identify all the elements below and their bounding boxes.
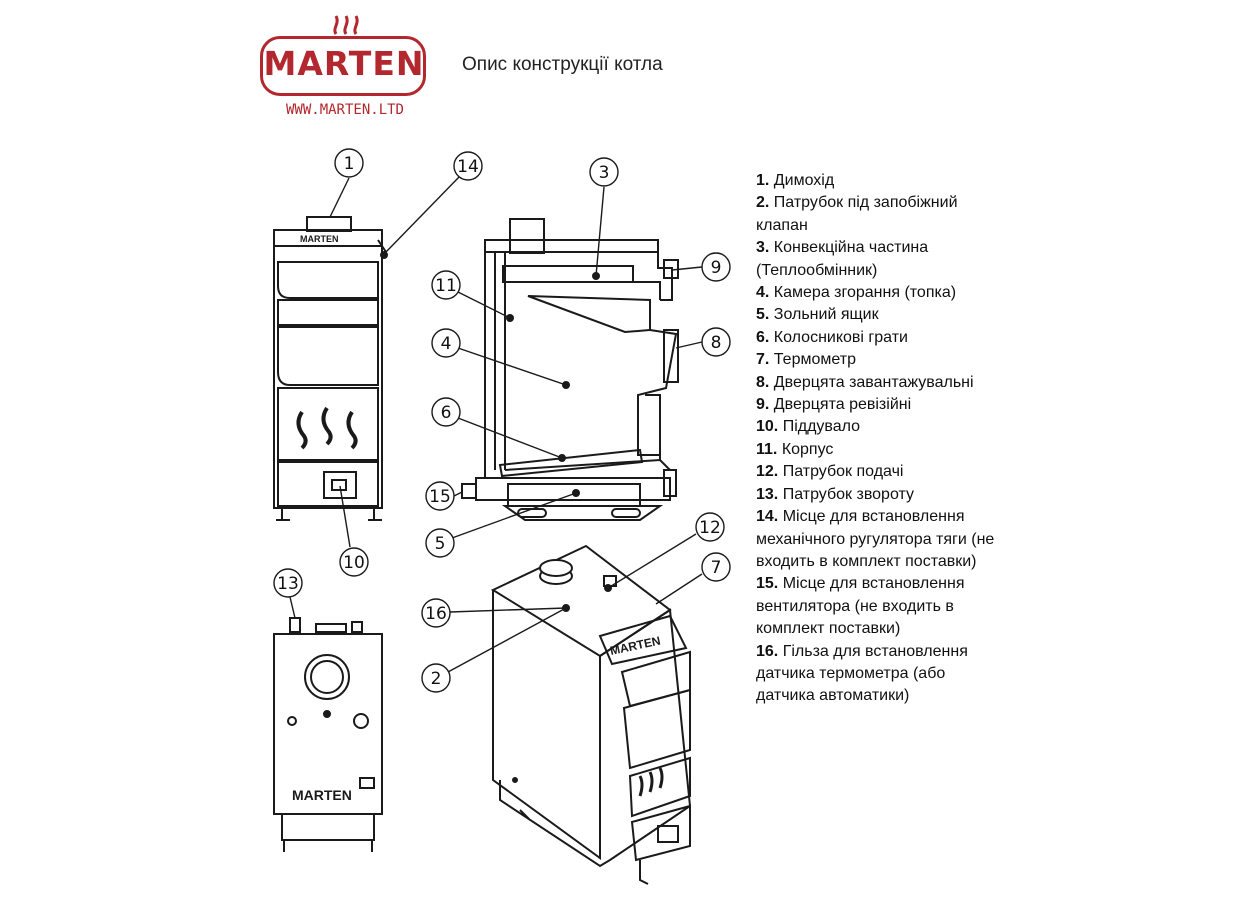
front-view: MARTEN [273,216,388,521]
legend-item: 13. Патрубок звороту [756,485,914,503]
callout-4: 4 [441,334,452,354]
legend-item: 10. Піддувало [756,418,861,436]
legend-item: 2. Патрубок під запобіжний клапан [756,194,958,234]
legend-item: 3. Конвекційна частина (Теплообмінник) [756,239,929,279]
legend-item: 6. Колосникові грати [756,328,908,346]
legend-item: 15. Місце для встановлення вентилятора (… [756,575,965,638]
callout-1: 1 [344,154,355,174]
callout-7: 7 [711,558,722,578]
brand-url: WWW.MARTEN.LTD [285,102,404,118]
legend-item: 12. Патрубок подачі [756,463,904,481]
callout-8: 8 [711,333,722,353]
callout-2: 2 [431,669,442,689]
legend-item: 1. Димохід [756,172,835,189]
flame-icon [333,15,359,35]
callout-9: 9 [711,258,722,278]
page-title: Опис конструкції котла [462,54,663,75]
callout-13: 13 [277,574,299,594]
callout-5: 5 [435,534,446,554]
legend-item: 9. Дверцята ревізійні [756,396,912,414]
legend-item: 14. Місце для встановлення механічного р… [756,508,995,570]
callout-6: 6 [441,403,452,423]
callout-12: 12 [699,518,721,538]
legend-item: 11. Корпус [756,440,834,458]
parts-legend: 1. Димохід 2. Патрубок під запобіжний кл… [756,170,1006,708]
logo-wordmark: MARTEN [263,44,425,83]
legend-item: 4. Камера згорання (топка) [756,284,957,302]
front-view-brand: MARTEN [300,234,339,244]
legend-item: 7. Термометр [756,351,856,369]
callout-11: 11 [435,276,457,296]
legend-item: 16. Гільза для встановлення датчика терм… [756,642,968,705]
callouts: 1 14 3 9 11 8 4 6 15 5 10 12 [273,148,731,693]
callout-15: 15 [429,487,451,507]
legend-item: 5. Зольний ящик [756,306,879,324]
rear-view-brand: MARTEN [292,787,352,803]
callout-14: 14 [457,157,479,177]
callout-10: 10 [343,553,365,573]
callout-16: 16 [425,604,447,624]
logo-frame [260,36,426,96]
brand-logo: MARTEN WWW.MARTEN.LTD [258,14,432,124]
legend-item: 8. Дверцята завантажувальні [756,373,974,391]
isometric-view: MARTEN [490,544,692,885]
section-view [461,218,679,521]
callout-3: 3 [599,163,610,183]
rear-view: MARTEN [273,617,383,852]
